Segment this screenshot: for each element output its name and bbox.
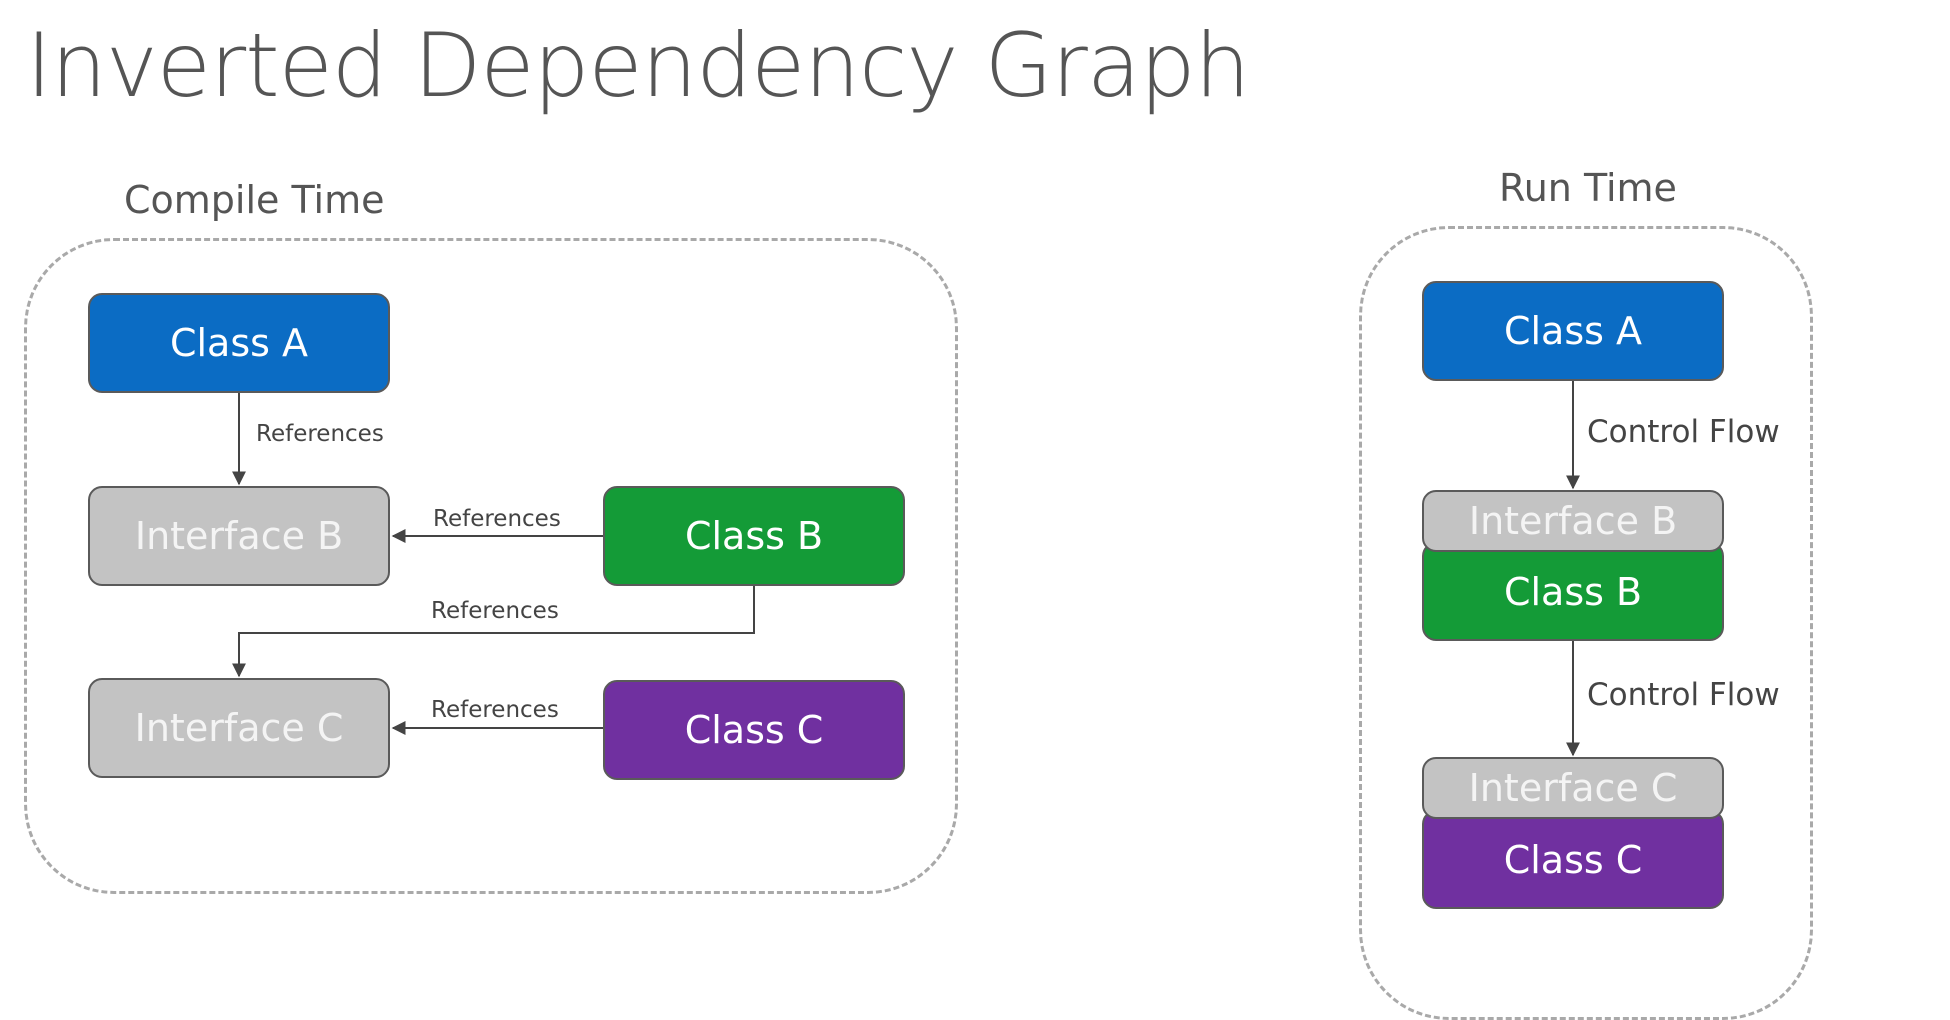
compile-interface-b: Interface B (88, 486, 390, 586)
compile-time-edges (232, 393, 755, 735)
label-run-a-to-b: Control Flow (1587, 414, 1780, 450)
run-class-b: Class B (1422, 542, 1724, 641)
compile-class-c: Class C (603, 680, 905, 780)
compile-time-label: Compile Time (124, 178, 385, 222)
label-class-b-to-interface-b: References (433, 506, 561, 532)
compile-interface-b-label: Interface B (134, 514, 344, 558)
run-class-c-label: Class C (1503, 837, 1643, 882)
run-interface-c-label: Interface C (1468, 766, 1678, 810)
run-interface-b-label: Interface B (1468, 499, 1678, 543)
run-class-a-label: Class A (1503, 309, 1643, 353)
compile-class-a-label: Class A (169, 321, 309, 365)
compile-class-a: Class A (88, 293, 390, 393)
run-class-a: Class A (1422, 281, 1724, 381)
run-interface-b: Interface B (1422, 490, 1724, 552)
compile-class-c-label: Class C (684, 708, 824, 752)
run-class-c: Class C (1422, 810, 1724, 909)
run-time-label: Run Time (1499, 166, 1677, 210)
label-class-b-to-interface-c: References (431, 598, 559, 624)
compile-interface-c-label: Interface C (134, 706, 344, 750)
label-class-c-to-interface-c: References (431, 697, 559, 723)
compile-class-b: Class B (603, 486, 905, 586)
compile-time-region (24, 238, 958, 894)
edge-class-b-to-interface-c (232, 586, 755, 678)
compile-class-b-label: Class B (684, 514, 824, 558)
label-run-b-to-c: Control Flow (1587, 677, 1780, 713)
run-interface-c: Interface C (1422, 757, 1724, 819)
label-a-to-interface-b: References (256, 421, 384, 447)
page-title: Inverted Dependency Graph (26, 14, 1250, 117)
compile-interface-c: Interface C (88, 678, 390, 778)
run-class-b-label: Class B (1503, 569, 1643, 614)
